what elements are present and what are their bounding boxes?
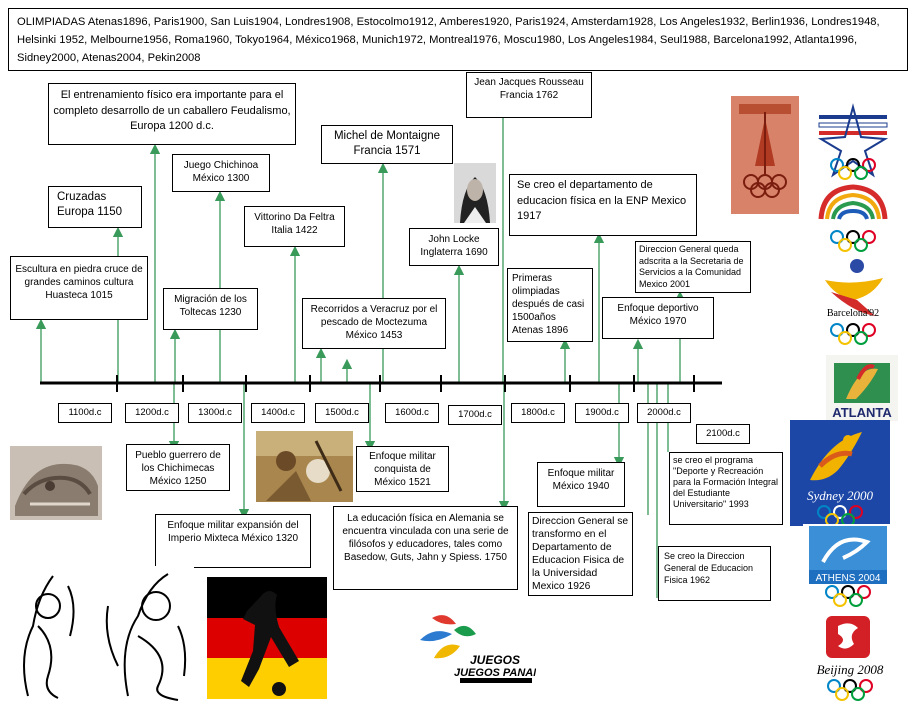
event-deportivo: Enfoque deportivo México 1970 xyxy=(602,297,714,339)
event-toltecas: Migración de los Toltecas 1230 xyxy=(163,288,258,330)
event-militar1940: Enfoque militar México 1940 xyxy=(537,462,625,507)
beijing-text: Beijing 2008 xyxy=(817,662,884,677)
sydney-text: Sydney 2000 xyxy=(807,488,874,503)
panamericanos-text: JUEGOS PANAMERICANOS xyxy=(454,667,536,679)
year-label: 1100d.c xyxy=(58,403,112,423)
event-montaigne: Michel de Montaigne Francia 1571 xyxy=(321,125,453,164)
event-locke: John Locke Inglaterra 1690 xyxy=(409,228,499,266)
olympics-header: OLIMPIADAS Atenas1896, Paris1900, San Lu… xyxy=(8,8,908,71)
event-cruzadas: Cruzadas Europa 1150 xyxy=(48,186,142,228)
huasteca-sculpture-image xyxy=(10,446,102,520)
mayan-drawings xyxy=(8,566,194,704)
event-rousseau: Jean Jacques Rousseau Francia 1762 xyxy=(466,72,592,118)
event-mixteca: Enfoque militar expansión del Imperio Mi… xyxy=(155,514,311,568)
atlanta-text: ATLANTA xyxy=(832,405,892,420)
event-entrenamiento: El entrenamiento físico era importante p… xyxy=(48,83,296,145)
year-label: 1600d.c xyxy=(385,403,439,423)
moscow-1980-poster xyxy=(731,96,799,214)
year-label: 1200d.c xyxy=(125,403,179,423)
athens-text: ATHENS 2004 xyxy=(816,573,881,584)
beijing-2008-logo: Beijing 2008 xyxy=(798,612,902,704)
event-programa: se creo el programa "Deporte y Recreació… xyxy=(669,452,783,525)
event-chichinoa: Juego Chichinoa México 1300 xyxy=(172,154,270,192)
year-label: 2000d.c xyxy=(637,403,691,423)
year-label: 1500d.c xyxy=(315,403,369,423)
conquest-painting-image xyxy=(256,431,353,502)
germany-flag-athlete-image xyxy=(207,577,327,699)
event-veracruz: Recorridos a Veracruz por el pescado de … xyxy=(302,298,446,349)
year-label: 1900d.c xyxy=(575,403,629,423)
year-label: 1800d.c xyxy=(511,403,565,423)
los-angeles-1984-logo xyxy=(813,103,893,183)
event-vittorino: Vittorino Da Feltra Italia 1422 xyxy=(244,206,345,247)
event-primeras: Primeras olimpiadas después de casi 1500… xyxy=(507,268,593,342)
year-label: 1300d.c xyxy=(188,403,242,423)
year-label: 1400d.c xyxy=(251,403,305,423)
juegos-panamericanos-logo: JUEGOS JUEGOS PANAMERICANOS xyxy=(412,610,536,686)
event-alemania: La educación física en Alemania se encue… xyxy=(333,506,518,590)
panamericanos-juegos-text: JUEGOS xyxy=(470,653,520,667)
event-direccion1962: Se creo la Direccion General de Educacio… xyxy=(658,546,771,601)
event-chichimecas: Pueblo guerrero de los Chichimecas Méxic… xyxy=(126,444,230,491)
atlanta-1996-logo: ATLANTA xyxy=(826,355,898,421)
john-locke-portrait xyxy=(454,163,496,223)
barcelona-text: Barcelona'92 xyxy=(827,308,879,319)
sydney-2000-logo: Sydney 2000 xyxy=(790,420,890,526)
seoul-1988-logo xyxy=(813,183,893,253)
event-direccion2001: Direccion General queda adscrita a la Se… xyxy=(635,241,751,293)
event-conquista: Enfoque militar conquista de México 1521 xyxy=(356,446,449,492)
athens-2004-logo: ATHENS 2004 xyxy=(803,524,893,610)
barcelona-1992-logo: Barcelona'92 xyxy=(813,256,893,348)
axis-ticks xyxy=(116,375,695,392)
event-escultura: Escultura en piedra cruce de grandes cam… xyxy=(10,256,148,320)
event-direccion1926: Direccion General se transformo en el De… xyxy=(528,512,633,596)
year-label: 2100d.c xyxy=(696,424,750,444)
event-enp: Se creo el departamento de educacion fís… xyxy=(509,174,697,236)
year-label: 1700d.c xyxy=(448,405,502,425)
